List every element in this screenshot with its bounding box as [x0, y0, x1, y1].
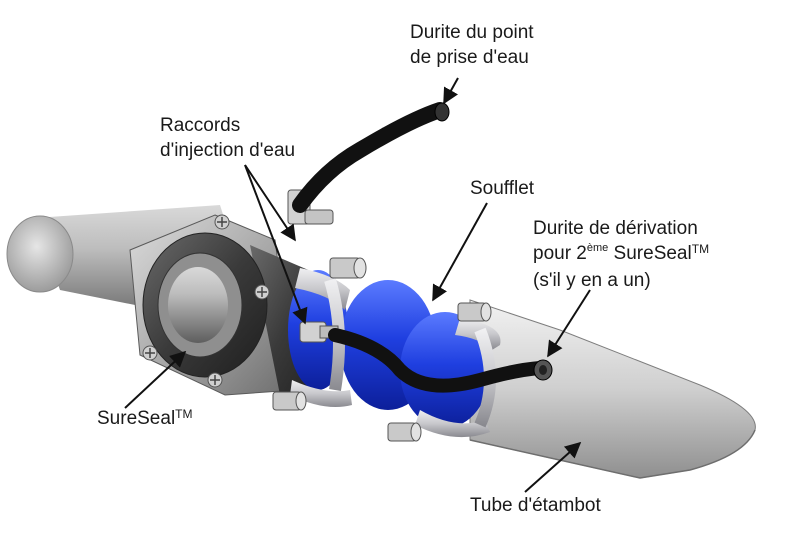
leader-arrows — [124, 77, 591, 493]
label-line: Tube d'étambot — [470, 495, 601, 516]
label-water-intake-hose: Durite du point de prise d'eau — [410, 20, 534, 70]
label-line: pour 2ème SureSealTM — [533, 241, 709, 268]
label-line: d'injection d'eau — [160, 140, 296, 161]
water-intake-hose — [292, 102, 448, 213]
label-line: (s'il y en a un) — [533, 270, 651, 291]
label-line: Durite du point — [410, 22, 534, 43]
label-text: SureSeal — [97, 408, 176, 429]
trademark-mark: TM — [175, 407, 193, 421]
label-injection-fittings: Raccords d'injection d'eau — [160, 113, 295, 163]
label-line: Raccords — [160, 115, 241, 136]
label-bellows: Soufflet — [470, 176, 534, 201]
label-line: de prise d'eau — [410, 47, 529, 68]
label-bypass-hose: Durite de dérivation pour 2ème SureSealT… — [533, 216, 709, 293]
stern-tube — [469, 299, 756, 479]
label-superscript: ème — [586, 241, 609, 254]
label-line: Durite de dérivation — [533, 218, 698, 239]
bypass-hose — [328, 328, 547, 393]
label-text: pour 2 — [533, 243, 587, 264]
label-text: SureSeal — [608, 243, 692, 264]
label-stern-tube: Tube d'étambot — [470, 493, 601, 518]
trademark-mark: TM — [691, 242, 710, 256]
clamp-bolt-icon — [272, 257, 492, 442]
label-line: Soufflet — [470, 178, 535, 199]
label-sureseal: SureSealTM — [97, 406, 193, 433]
flange-screw-icon — [142, 214, 270, 388]
